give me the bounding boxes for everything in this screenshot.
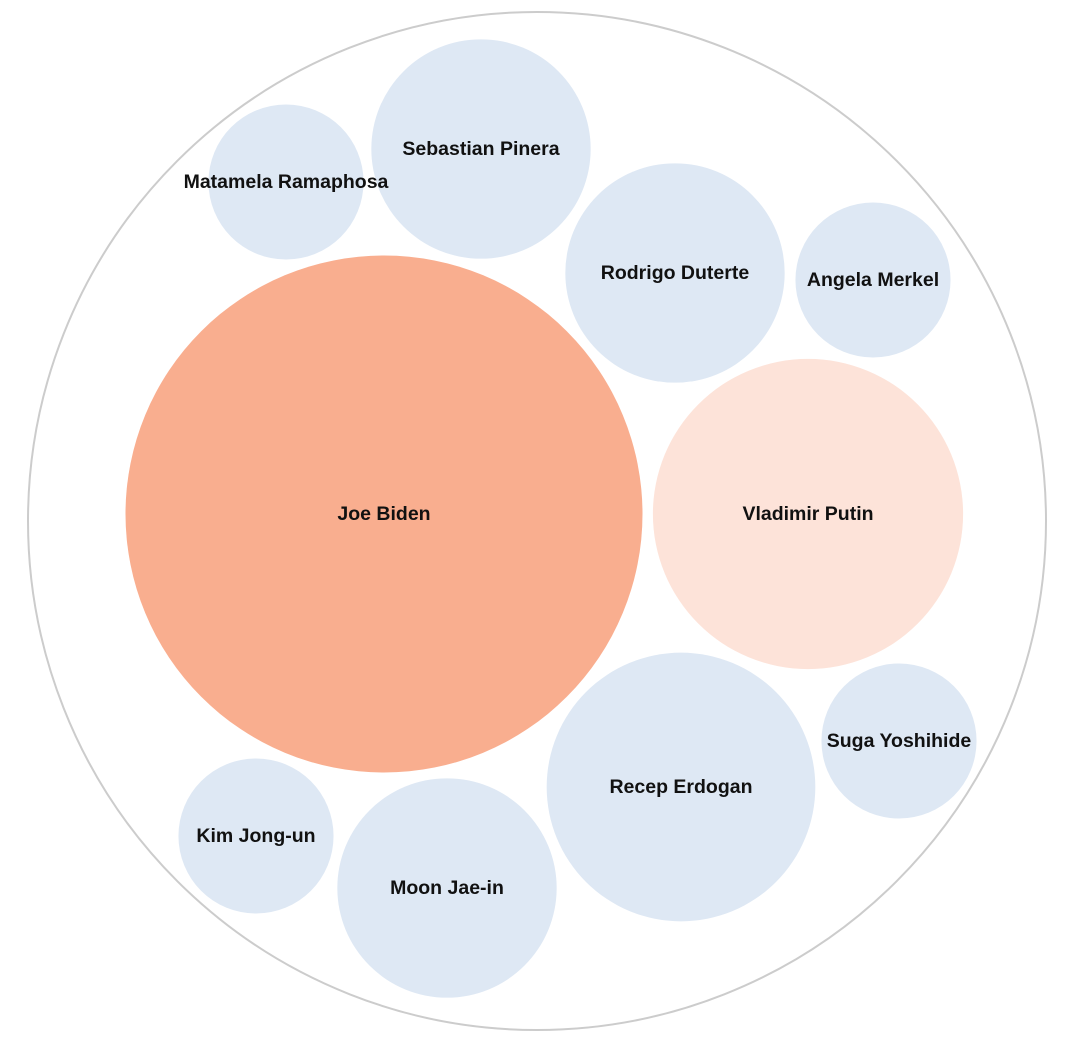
bubble-label-sebastian-pinera: Sebastian Pinera — [402, 138, 559, 160]
bubble-matamela-ramaphosa: Matamela Ramaphosa — [184, 104, 389, 260]
bubble-label-vladimir-putin: Vladimir Putin — [742, 503, 873, 525]
bubble-circle-matamela-ramaphosa — [208, 104, 364, 260]
bubble-label-matamela-ramaphosa: Matamela Ramaphosa — [184, 171, 389, 193]
bubble-circle-angela-merkel — [795, 202, 951, 358]
bubble-vladimir-putin: Vladimir Putin — [652, 358, 964, 670]
bubble-label-suga-yoshihide: Suga Yoshihide — [827, 730, 972, 752]
bubble-circle-recep-erdogan — [546, 652, 816, 922]
bubble-label-kim-jong-un: Kim Jong-un — [196, 825, 315, 847]
bubble-moon-jae-in: Moon Jae-in — [337, 778, 557, 998]
bubble-circle-vladimir-putin — [652, 358, 964, 670]
bubble-angela-merkel: Angela Merkel — [795, 202, 951, 358]
bubble-label-moon-jae-in: Moon Jae-in — [390, 877, 504, 899]
bubble-recep-erdogan: Recep Erdogan — [546, 652, 816, 922]
bubble-circle-rodrigo-duterte — [565, 163, 785, 383]
bubble-suga-yoshihide: Suga Yoshihide — [821, 663, 977, 819]
bubble-rodrigo-duterte: Rodrigo Duterte — [565, 163, 785, 383]
bubble-circle-kim-jong-un — [178, 758, 334, 914]
bubble-circle-suga-yoshihide — [821, 663, 977, 819]
bubble-label-recep-erdogan: Recep Erdogan — [609, 776, 752, 798]
bubble-circle-moon-jae-in — [337, 778, 557, 998]
bubble-kim-jong-un: Kim Jong-un — [178, 758, 334, 914]
container-circle — [27, 11, 1047, 1031]
bubble-label-angela-merkel: Angela Merkel — [807, 269, 939, 291]
bubble-label-rodrigo-duterte: Rodrigo Duterte — [601, 262, 750, 284]
bubble-joe-biden: Joe Biden — [125, 255, 643, 773]
bubble-circle-joe-biden — [125, 255, 643, 773]
bubble-circle-sebastian-pinera — [371, 39, 591, 259]
bubble-label-joe-biden: Joe Biden — [337, 503, 430, 525]
bubble-sebastian-pinera: Sebastian Pinera — [371, 39, 591, 259]
